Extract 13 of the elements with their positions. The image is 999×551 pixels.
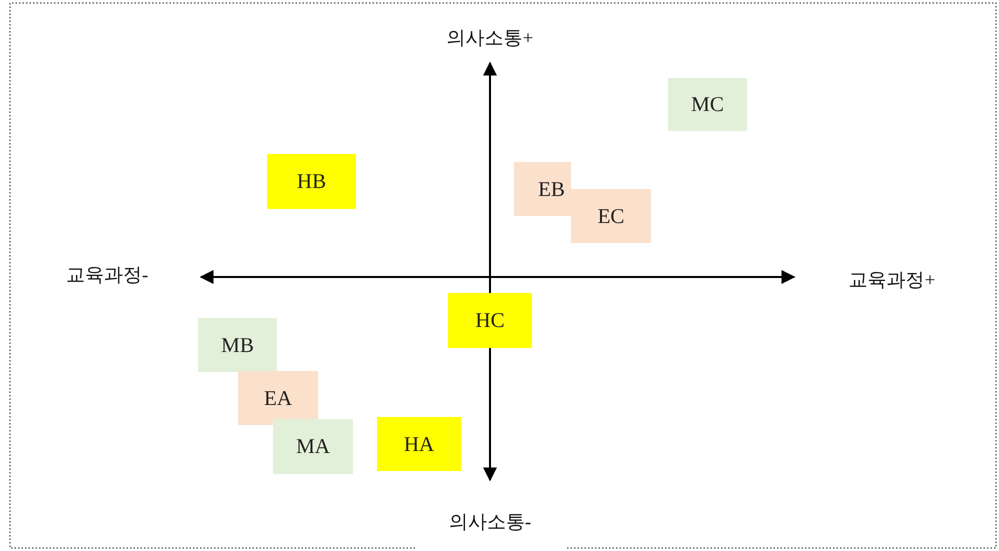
axis-label: 의사소통+ xyxy=(446,27,534,51)
label-box: EA xyxy=(238,371,318,425)
label-box: HC xyxy=(448,293,532,348)
axis-label: 교육과정+ xyxy=(848,269,936,293)
axis-label: 의사소통- xyxy=(448,511,532,535)
label-box: EC xyxy=(571,189,651,243)
label-box: EB xyxy=(514,162,571,216)
label-box: HB xyxy=(267,154,356,209)
axis-label: 교육과정- xyxy=(66,264,148,288)
label-box: MC xyxy=(668,78,747,131)
label-box: HA xyxy=(377,417,461,471)
label-box: MA xyxy=(273,419,353,474)
label-box: MB xyxy=(198,318,277,372)
